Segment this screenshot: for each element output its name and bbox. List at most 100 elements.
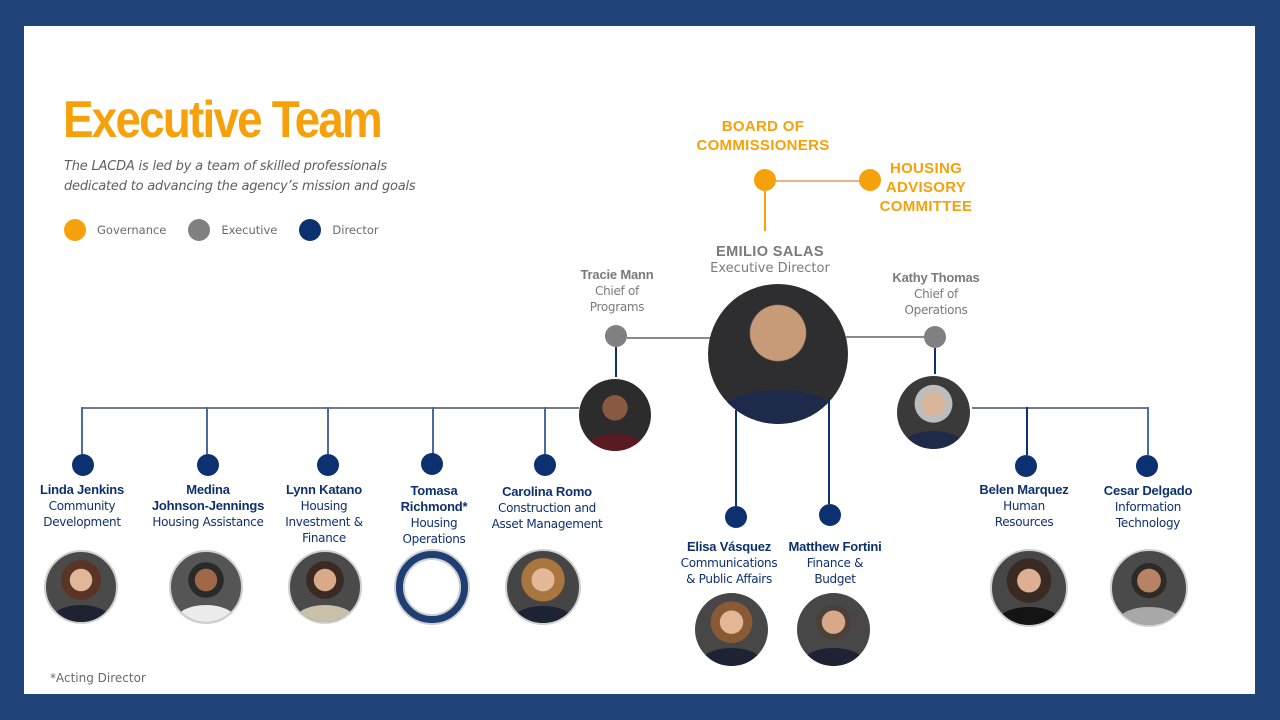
legend-item-executive: Executive [188,219,277,241]
cesar-delgado-photo [1110,549,1188,627]
person-role: Construction and [498,501,596,515]
page-subtitle: The LACDA is led by a team of skilled pr… [64,159,416,194]
legend: Governance Executive Director [64,219,401,241]
executive-director-label: EMILIO SALAS Executive Director [700,244,840,277]
person-role: Human [1003,499,1045,513]
medina-johnson-jennings-photo [169,550,243,624]
director-elisa-vasquez: Elisa Vásquez Communications & Public Af… [672,539,786,587]
governance-dot-icon [64,219,86,241]
director-medina-johnson-jennings: Medina Johnson-Jennings Housing Assistan… [146,482,270,530]
operations-bus-line [972,407,1148,409]
board-node-dot [754,169,776,191]
person-name: Elisa Vásquez [686,539,772,554]
person-name: Richmond* [400,499,468,514]
stem [327,407,329,454]
director-dot [197,454,219,476]
stem [81,407,83,454]
director-dot [317,454,339,476]
director-tomasa-richmond: Tomasa Richmond* Housing Operations [388,483,480,547]
stem [735,410,737,506]
governance-connector [776,180,870,182]
person-name: Matthew Fortini [788,539,882,554]
person-role: Investment & [285,515,363,529]
chief-programs-stem [615,347,617,377]
tracie-mann-photo [579,379,651,451]
person-role: Information [1114,500,1182,514]
chief-operations-label: Kathy Thomas Chief of Operations [886,270,986,318]
label-line: COMMITTEE [879,198,973,215]
advisory-node-dot [859,169,881,191]
director-lynn-katano: Lynn Katano Housing Investment & Finance [274,482,374,546]
stem [544,407,546,454]
matthew-fortini-photo [797,593,870,666]
slide-canvas: Executive Team The LACDA is led by a tea… [24,26,1255,694]
person-role: Operations [402,532,466,546]
label-line: HOUSING [889,160,963,177]
person-role: Housing [300,499,348,513]
director-dot [819,504,841,526]
person-name: Johnson-Jennings [151,498,265,513]
person-role: Housing Assistance [152,515,264,529]
stem [206,407,208,454]
page-title: Executive Team [63,91,383,149]
person-role: Finance [302,531,346,545]
person-title: Chief of [595,284,639,298]
person-role: Community [48,499,116,513]
director-matthew-fortini: Matthew Fortini Finance & Budget [780,539,890,587]
label-line: BOARD OF [721,118,805,135]
linda-jenkins-photo [44,550,118,624]
chief-programs-dot [605,325,627,347]
director-dot [1136,455,1158,477]
person-role: & Public Affairs [686,572,772,586]
programs-connector [627,337,710,339]
operations-connector [846,336,934,338]
person-role: Budget [814,572,856,586]
chief-programs-label: Tracie Mann Chief of Programs [567,267,667,315]
label-line: ADVISORY [885,179,967,196]
stem [828,400,830,504]
person-title: Programs [589,300,645,314]
legend-label: Governance [97,223,167,237]
stem [432,407,434,454]
person-name: Belen Marquez [979,482,1069,497]
person-name: Medina [186,482,230,497]
person-name: Tomasa [410,483,458,498]
executive-dot-icon [188,219,211,241]
board-to-ed-connector [764,191,766,231]
legend-label: Director [332,223,379,237]
stem [1147,407,1149,455]
director-dot [72,454,94,476]
person-role: Communications [680,556,778,570]
director-dot [534,454,556,476]
kathy-thomas-photo [897,376,970,449]
director-carolina-romo: Carolina Romo Construction and Asset Man… [484,484,610,532]
director-dot-icon [299,219,322,241]
person-name: Linda Jenkins [39,482,125,497]
programs-bus-line [81,407,579,409]
executive-director-photo [708,284,848,424]
label-line: COMMISSIONERS [696,137,830,154]
chief-operations-dot [924,326,946,348]
person-role: Asset Management [491,517,603,531]
person-title: Operations [904,303,968,317]
person-title: Executive Director [710,261,830,276]
elisa-vasquez-photo [695,593,768,666]
director-belen-marquez: Belen Marquez Human Resources [968,482,1080,530]
person-role: Development [43,515,121,529]
stem [1026,407,1028,455]
person-role: Resources [994,515,1054,529]
person-name: Cesar Delgado [1103,483,1193,498]
board-of-commissioners-label: BOARD OF COMMISSIONERS [688,117,838,155]
person-name: Carolina Romo [502,484,592,499]
acting-director-footnote: *Acting Director [50,671,146,685]
director-dot [725,506,747,528]
legend-item-director: Director [299,219,379,241]
carolina-romo-photo [505,549,581,625]
director-dot [421,453,443,475]
legend-label: Executive [221,223,278,237]
person-role: Finance & [806,556,864,570]
person-name: Kathy Thomas [892,270,980,285]
housing-advisory-committee-label: HOUSING ADVISORY COMMITTEE [870,159,982,216]
director-dot [1015,455,1037,477]
tomasa-richmond-photo-placeholder [396,551,468,623]
